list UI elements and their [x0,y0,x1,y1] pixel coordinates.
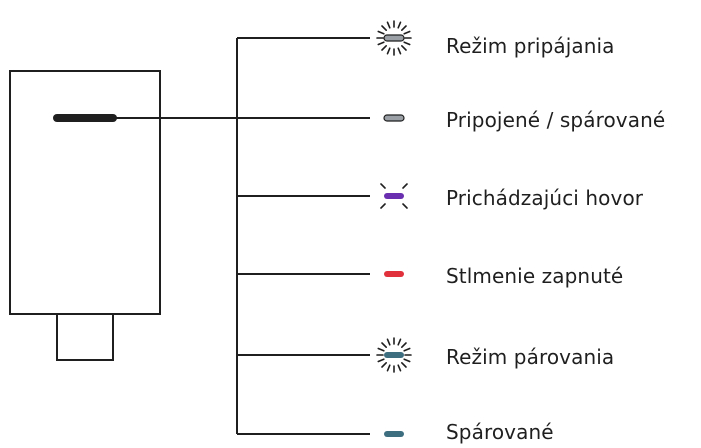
usb-connector [56,313,114,361]
led-steady-icon [384,271,404,277]
led-steady-icon [383,114,405,122]
led-pulsing-icon [380,183,408,209]
state-label-pairing-mode: Režim párovania [446,345,615,369]
state-label-connected-paired: Pripojené / spárované [446,108,666,132]
state-label-paired: Spárované [446,420,554,444]
state-label-mute-on: Stlmenie zapnuté [446,264,624,288]
state-label-incoming-call: Prichádzajúci hovor [446,186,644,210]
state-label-connecting-mode: Režim pripájania [446,34,615,58]
usb-device-body [9,70,161,315]
led-blinking-icon [376,20,412,56]
led-blinking-icon [376,337,412,373]
led-steady-icon [384,431,404,437]
